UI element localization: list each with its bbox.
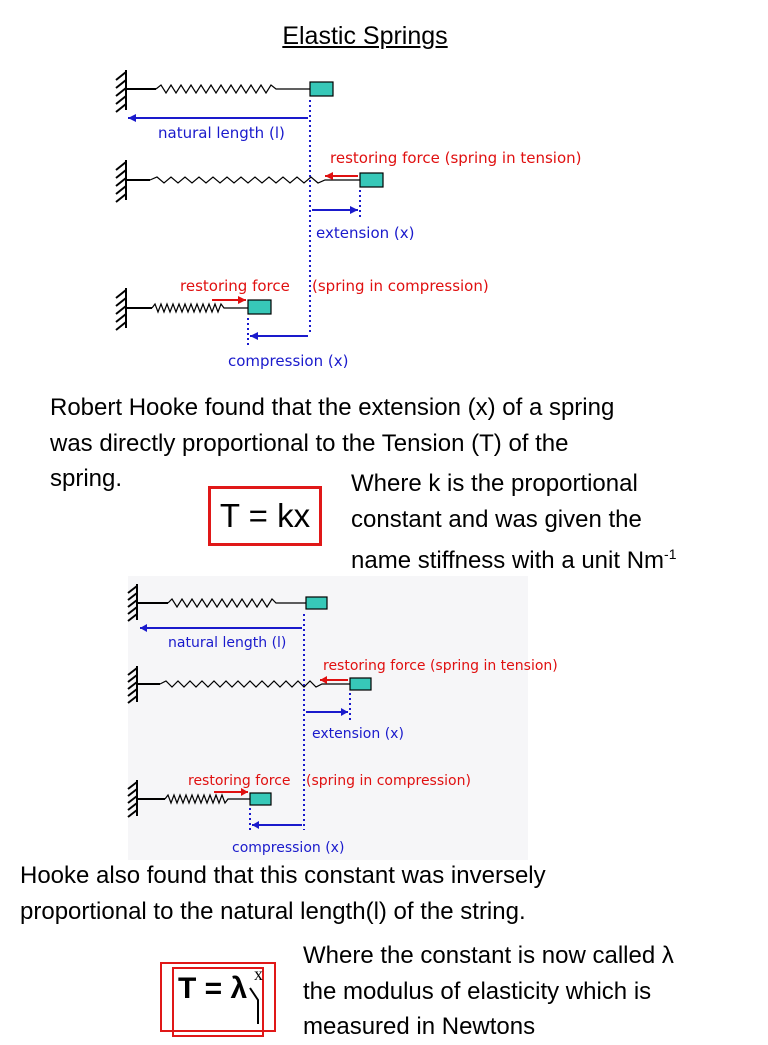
compression-state-label-2: (spring in compression) [306,773,471,789]
compression-state-label: (spring in compression) [312,277,489,295]
tension-label: restoring force (spring in tension) [330,149,582,167]
formula-t-equals-kx: T = kx [208,486,322,546]
paragraph-inverse: Hooke also found that this constant was … [20,862,546,925]
page-title: Elastic Springs [282,22,448,50]
extension-label: extension (x) [316,224,414,242]
wall-1 [115,70,156,113]
mass-1 [309,81,334,97]
spring-compression-1 [151,302,248,314]
spring-diagram-2: natural length (l) restoring force (spri… [127,576,558,860]
compression-label: compression (x) [228,352,348,370]
paragraph-modulus: Where the constant is now called λ the m… [303,942,674,1040]
mass-3 [247,299,272,315]
extension-label-2: extension (x) [312,726,404,742]
spring-natural-1 [155,83,310,95]
natural-length-label-2: natural length (l) [168,635,286,651]
compression-force-label: restoring force [180,277,290,295]
spring-tension-1 [149,176,360,184]
natural-length-label: natural length (l) [158,124,285,142]
mass-2 [359,172,384,188]
tension-label-2: restoring force (spring in tension) [323,658,558,674]
paragraph-hooke: Robert Hooke found that the extension (x… [50,394,615,492]
fraction-stroke [249,987,259,1024]
paragraph-stiffness: Where k is the proportional constant and… [351,470,677,574]
compression-label-2: compression (x) [232,840,344,856]
formula-t-equals-lambda: T = λ [178,972,248,1005]
wall-3 [115,288,152,331]
formula-numerator-x: x [254,964,263,984]
spring-diagram-1: natural length (l) restoring force (spri… [115,70,582,370]
compression-force-label-2: restoring force [188,773,291,789]
wall-2 [115,160,150,203]
